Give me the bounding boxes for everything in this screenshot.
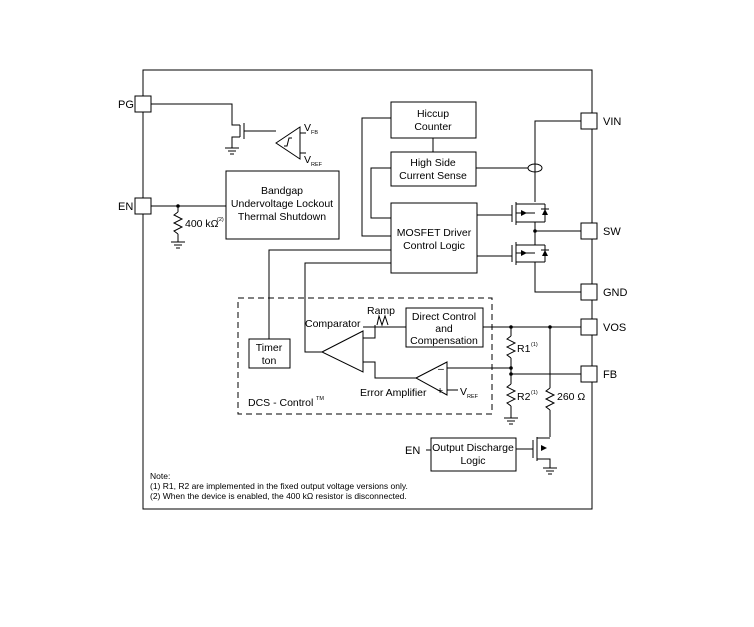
ramp-symbol: Ramp <box>367 305 395 327</box>
svg-text:SW: SW <box>603 226 621 238</box>
svg-text:Compensation: Compensation <box>410 335 478 347</box>
svg-text:–: – <box>438 363 444 375</box>
svg-text:V: V <box>460 386 467 398</box>
pin-vin: VIN <box>580 112 621 130</box>
svg-text:TM: TM <box>316 396 324 402</box>
hiccup-counter-block: Hiccup Counter <box>390 101 477 139</box>
svg-text:FB: FB <box>311 130 318 136</box>
svg-text:High Side: High Side <box>410 157 456 169</box>
pin-sw: SW <box>580 222 621 240</box>
en-discharge-label: EN <box>405 445 420 457</box>
svg-text:Logic: Logic <box>460 455 485 467</box>
resistor-r2 <box>505 383 517 407</box>
svg-text:Timer: Timer <box>256 342 283 354</box>
bandgap-block: Bandgap Undervoltage Lockout Thermal Shu… <box>225 170 340 240</box>
svg-text:REF: REF <box>467 394 479 400</box>
svg-text:Note:: Note: <box>150 471 170 481</box>
svg-text:Error Amplifier: Error Amplifier <box>360 387 427 399</box>
resistor-r1 <box>505 335 517 359</box>
comparator: Comparator <box>305 318 364 373</box>
svg-text:Hiccup: Hiccup <box>417 108 449 120</box>
direct-control-block: Direct Control and Compensation <box>405 307 484 348</box>
error-amplifier: – + Error Amplifier V REF <box>360 361 479 400</box>
svg-text:DCS - Control: DCS - Control <box>248 397 313 409</box>
svg-text:(2): (2) <box>217 217 224 223</box>
resistor-260 <box>544 387 556 411</box>
pin-fb: FB <box>580 365 617 383</box>
svg-text:R1: R1 <box>517 343 531 355</box>
svg-text:Bandgap: Bandgap <box>261 185 303 197</box>
svg-text:REF: REF <box>311 162 323 168</box>
discharge-mosfet <box>516 437 557 475</box>
mosfet-driver-block: MOSFET Driver Control Logic <box>390 202 478 274</box>
svg-text:+: + <box>437 385 443 397</box>
svg-text:ton: ton <box>262 355 277 367</box>
svg-text:MOSFET Driver: MOSFET Driver <box>397 227 472 239</box>
svg-text:VIN: VIN <box>603 116 621 128</box>
svg-text:Counter: Counter <box>414 121 452 133</box>
svg-text:(1) R1, R2 are implemented in: (1) R1, R2 are implemented in the fixed … <box>150 481 408 491</box>
svg-text:EN: EN <box>118 201 133 213</box>
svg-text:(1): (1) <box>531 390 538 396</box>
dcs-control-region <box>237 297 493 415</box>
svg-text:Ramp: Ramp <box>367 305 395 317</box>
resistor-400k <box>172 211 184 235</box>
svg-text:Undervoltage Lockout: Undervoltage Lockout <box>231 198 333 210</box>
svg-text:V: V <box>304 122 311 134</box>
svg-text:VOS: VOS <box>603 322 626 334</box>
pin-gnd: GND <box>580 283 628 301</box>
pin-en: EN <box>118 197 152 215</box>
timer-block: Timer ton <box>248 338 291 369</box>
svg-text:Direct Control: Direct Control <box>412 311 476 323</box>
chip-outline <box>142 69 593 510</box>
svg-text:Thermal Shutdown: Thermal Shutdown <box>238 211 326 223</box>
svg-text:(1): (1) <box>531 342 538 348</box>
current-sense-block: High Side Current Sense <box>390 151 477 187</box>
svg-text:PG: PG <box>118 99 134 111</box>
en-circuit: 400 kΩ (2) <box>151 204 226 249</box>
low-side-mosfet <box>477 242 549 265</box>
svg-text:and: and <box>435 323 453 335</box>
pg-circuit: V FB V REF <box>151 103 323 168</box>
svg-text:(2) When the device is enabled: (2) When the device is enabled, the 400 … <box>150 491 407 501</box>
svg-text:400 kΩ: 400 kΩ <box>185 218 219 230</box>
svg-text:GND: GND <box>603 287 628 299</box>
high-side-mosfet <box>477 202 549 225</box>
svg-text:FB: FB <box>603 369 617 381</box>
output-discharge-block: Output Discharge Logic <box>430 437 517 472</box>
svg-text:Output Discharge: Output Discharge <box>432 442 514 454</box>
svg-text:Control Logic: Control Logic <box>403 240 465 252</box>
pin-pg: PG <box>118 95 152 113</box>
svg-text:V: V <box>304 154 311 166</box>
svg-text:260 Ω: 260 Ω <box>557 391 585 403</box>
notes: Note: (1) R1, R2 are implemented in the … <box>150 471 408 501</box>
svg-text:R2: R2 <box>517 391 531 403</box>
svg-text:Current Sense: Current Sense <box>399 170 467 182</box>
svg-text:Comparator: Comparator <box>305 318 361 330</box>
pin-vos: VOS <box>580 318 626 336</box>
